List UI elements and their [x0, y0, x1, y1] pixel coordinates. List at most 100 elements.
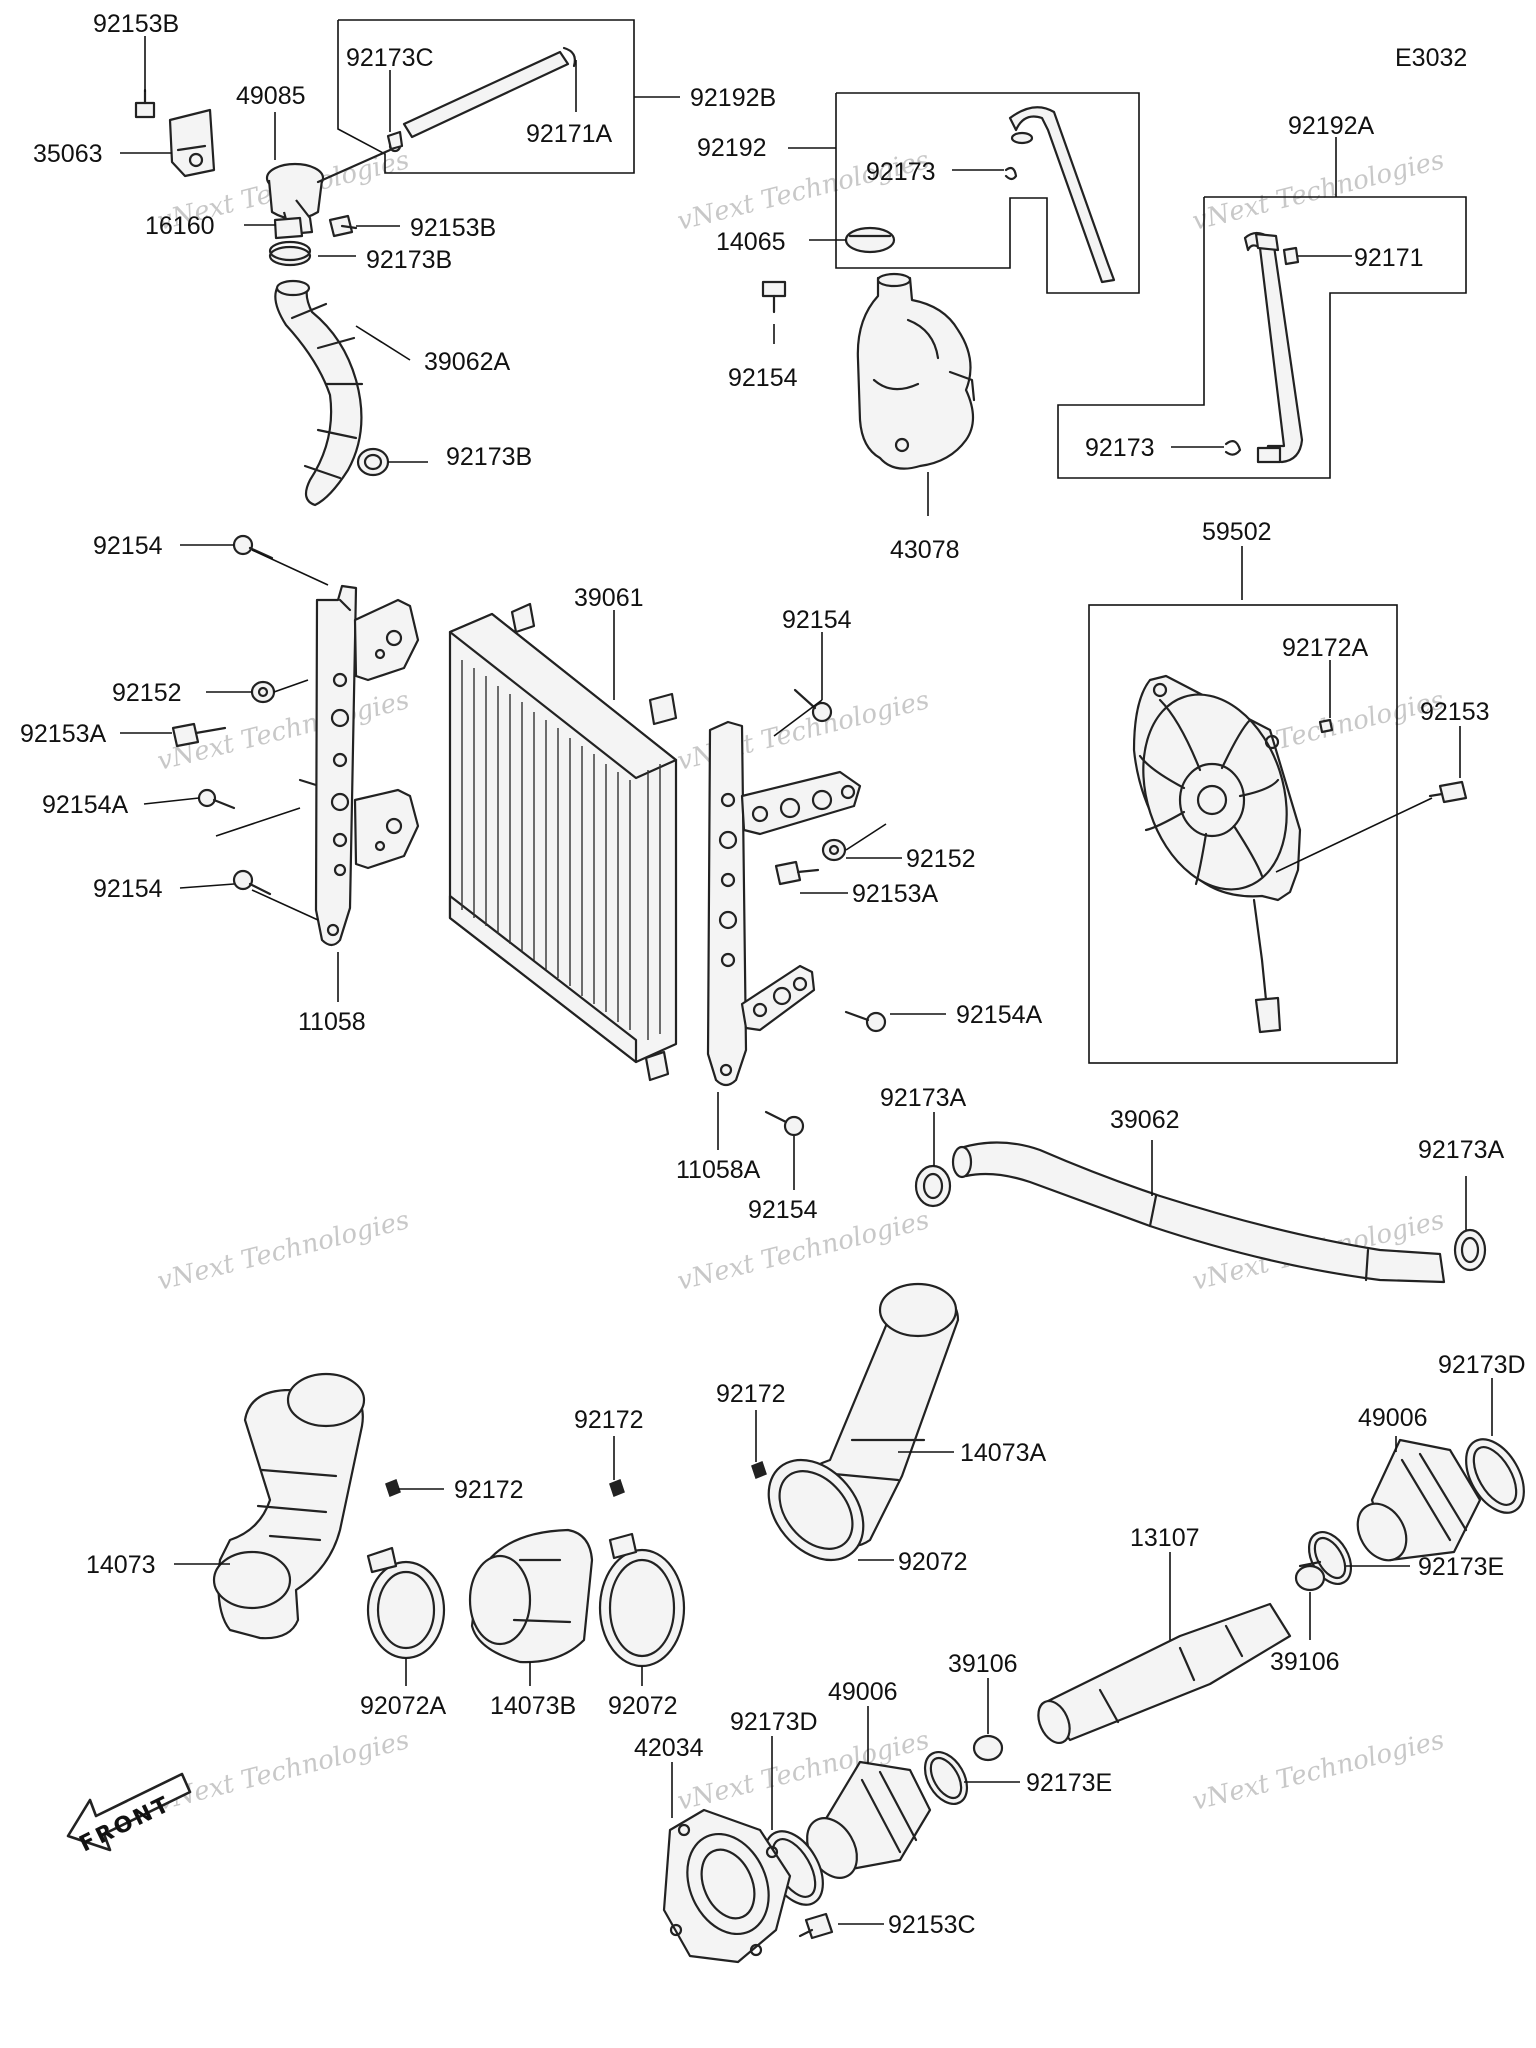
label-39106: 39106 [948, 1650, 1018, 1678]
part-92192A-hose [1243, 231, 1304, 464]
part-92172-screw-a [385, 1479, 401, 1497]
label-92192A: 92192A [1288, 112, 1375, 140]
label-92154: 92154 [748, 1196, 818, 1224]
bolt-92154-l2 [232, 869, 272, 896]
part-92173B-clamp-b [356, 447, 390, 477]
bolt-92154-l1 [232, 534, 274, 560]
leader-lines [120, 36, 1493, 1925]
part-92072-band-b [767, 1458, 865, 1562]
part-39062A-hose [274, 279, 364, 507]
part-92192-hose [1008, 106, 1116, 284]
label-92173A: 92173A [1418, 1136, 1505, 1164]
label-92153A: 92153A [20, 720, 107, 748]
label-92152: 92152 [112, 679, 182, 707]
clamp-92173A-r [1453, 1228, 1487, 1272]
label-92173A: 92173A [880, 1084, 967, 1112]
label-92173B: 92173B [446, 443, 532, 471]
box-92192 [835, 92, 1140, 294]
watermark-text: vNext Technologies [154, 1205, 412, 1297]
part-11058-bracket-left [298, 584, 420, 947]
label-43078: 43078 [890, 536, 960, 564]
bolt-92153A-r [774, 860, 820, 886]
label-92154: 92154 [728, 364, 798, 392]
label-13107: 13107 [1130, 1524, 1200, 1552]
label-92172: 92172 [574, 1406, 644, 1434]
label-92172: 92172 [716, 1380, 786, 1408]
part-92153C-bolt [798, 1912, 834, 1940]
label-49006: 49006 [828, 1678, 898, 1706]
washer-92152-r [821, 838, 847, 862]
bolt-92154-r2 [764, 1110, 805, 1137]
part-39062-hose [951, 1141, 1446, 1284]
label-39062: 39062 [1110, 1106, 1180, 1134]
diagram-code: E3032 [1395, 44, 1467, 72]
label-35063: 35063 [33, 140, 103, 168]
part-92173D-ring-r [1465, 1438, 1525, 1514]
part-92173-clip-top [1004, 166, 1018, 181]
part-13107-shaft [1037, 1602, 1292, 1744]
part-49006-boot-r [1356, 1438, 1482, 1562]
part-92173C-clamp [386, 130, 404, 151]
label-92153B: 92153B [410, 214, 496, 242]
label-92154: 92154 [93, 532, 163, 560]
washer-92152-l [250, 680, 276, 704]
label-92171A: 92171A [526, 120, 613, 148]
part-43078-reservoir-tank [856, 272, 976, 470]
label-92173C: 92173C [346, 44, 434, 72]
bolt-92153A-l [171, 722, 227, 748]
part-92072-band-a [598, 1532, 686, 1668]
label-92172: 92172 [454, 1476, 524, 1504]
watermark-text: vNext Technologies [1189, 145, 1447, 237]
bolt-92154A-r [844, 1010, 887, 1033]
label-92173E: 92173E [1026, 1769, 1112, 1797]
label-92192B: 92192B [690, 84, 776, 112]
label-92173: 92173 [866, 158, 936, 186]
part-16160 [273, 216, 304, 240]
part-49006-boot-l [806, 1760, 932, 1879]
label-92192: 92192 [697, 134, 767, 162]
box-92192A [1057, 196, 1467, 479]
part-39106-cap-l [972, 1734, 1004, 1762]
part-59502-fan-assembly [1132, 674, 1468, 1034]
clamp-92173A-l [914, 1164, 952, 1208]
label-92173D: 92173D [730, 1708, 818, 1736]
part-42034-housing [662, 1808, 792, 1964]
part-labels: 92153B 49085 35063 92173C 92192B 92171A … [20, 10, 1526, 1939]
label-92172A: 92172A [1282, 634, 1369, 662]
box-59502 [1088, 604, 1398, 1064]
label-92171: 92171 [1354, 244, 1424, 272]
part-92172-screw-b [751, 1461, 767, 1479]
label-11058A: 11058A [676, 1156, 761, 1184]
label-92154A: 92154A [956, 1001, 1043, 1029]
label-92153C: 92153C [888, 1911, 976, 1939]
label-49006: 49006 [1358, 1404, 1428, 1432]
label-92154A: 92154A [42, 791, 129, 819]
label-14073B: 14073B [490, 1692, 576, 1720]
label-92173B: 92173B [366, 246, 452, 274]
label-39061: 39061 [574, 584, 644, 612]
watermark-text: vNext Technologies [154, 1725, 412, 1817]
watermark-text: vNext Technologies [1189, 1725, 1447, 1817]
label-92072: 92072 [898, 1548, 968, 1576]
part-92173E-ring-l [923, 1751, 969, 1805]
fan-blades [1138, 698, 1280, 886]
part-35063-bracket [168, 108, 216, 178]
label-92173: 92173 [1085, 434, 1155, 462]
label-92072A: 92072A [360, 1692, 447, 1720]
label-39062A: 39062A [424, 348, 511, 376]
front-direction-arrow: FRONT [66, 1772, 192, 1857]
label-39106: 39106 [1270, 1648, 1340, 1676]
label-92153A: 92153A [852, 880, 939, 908]
label-92154: 92154 [782, 606, 852, 634]
part-92171-clip [1282, 246, 1300, 266]
box-92192B [337, 19, 635, 174]
label-42034: 42034 [634, 1734, 704, 1762]
part-39106-cap-r [1294, 1560, 1326, 1592]
bolt-92154A-l [197, 788, 236, 810]
part-92172-screw-c [609, 1479, 625, 1497]
part-14073B-boot [468, 1528, 594, 1664]
part-14073-duct [212, 1372, 366, 1640]
label-59502: 59502 [1202, 518, 1272, 546]
part-39061-radiator [448, 602, 678, 1082]
part-14065-cap [844, 226, 896, 254]
